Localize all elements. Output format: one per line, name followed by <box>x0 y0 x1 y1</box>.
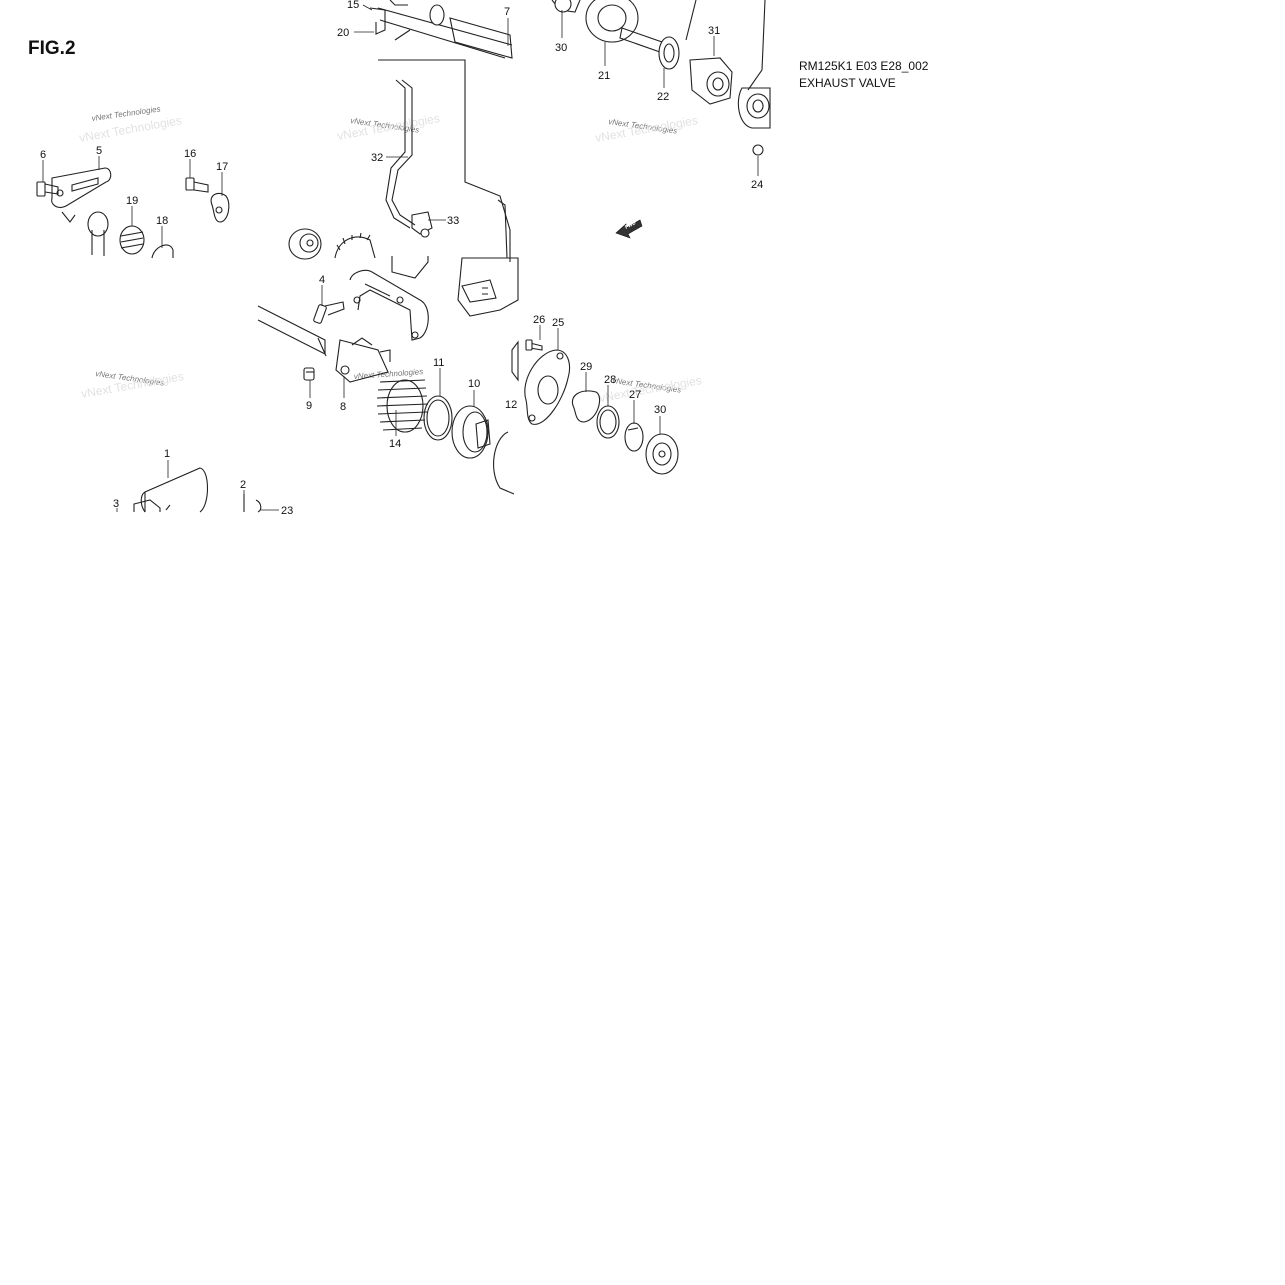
callout-25: 25 <box>552 317 564 329</box>
callout-1: 1 <box>164 448 170 460</box>
callout-12: 12 <box>505 399 517 411</box>
callout-28: 28 <box>604 374 616 386</box>
fwd-arrow-label: FWD <box>624 220 637 231</box>
diagram-name: EXHAUST VALVE <box>799 76 896 90</box>
watermark: vNext Technologies <box>354 367 424 381</box>
pulley-bracket-parts <box>36 167 230 259</box>
callout-14: 14 <box>389 438 401 450</box>
callout-29: 29 <box>580 361 592 373</box>
callout-24: 24 <box>751 179 763 191</box>
callout-labels: 15 20 7 30 21 31 22 24 32 33 6 5 16 17 1… <box>40 0 763 517</box>
callout-15: 15 <box>347 0 359 11</box>
valve-housing-assembly <box>551 0 771 156</box>
callout-20: 20 <box>337 27 349 39</box>
callout-5: 5 <box>96 145 102 157</box>
fwd-arrow-icon: FWD <box>615 219 643 239</box>
callout-30-top: 30 <box>555 42 567 54</box>
callout-26: 26 <box>533 314 545 326</box>
callout-33: 33 <box>447 215 459 227</box>
cylinder-cover-parts <box>133 467 262 513</box>
callout-7: 7 <box>504 6 510 18</box>
callout-8: 8 <box>340 401 346 413</box>
callout-3: 3 <box>113 498 119 510</box>
callout-11: 11 <box>433 357 444 369</box>
callout-22: 22 <box>657 91 669 103</box>
callout-2: 2 <box>240 479 246 491</box>
callout-9: 9 <box>306 400 312 412</box>
callout-30-mid: 30 <box>654 404 666 416</box>
exhaust-valve-shaft-assembly <box>369 0 513 262</box>
diagram-code: RM125K1 E03 E28_002 <box>799 59 929 73</box>
callout-18: 18 <box>156 215 168 227</box>
callout-19: 19 <box>126 195 138 207</box>
gear-and-plate-parts <box>288 228 519 341</box>
callout-23: 23 <box>281 505 293 517</box>
leader-lines <box>42 4 759 512</box>
callout-17: 17 <box>216 161 228 173</box>
callout-6: 6 <box>40 149 46 161</box>
callout-10: 10 <box>468 378 480 390</box>
shaft-and-spring-parts <box>257 305 519 495</box>
callout-4: 4 <box>319 274 325 286</box>
callout-21: 21 <box>598 70 610 82</box>
callout-32: 32 <box>371 152 383 164</box>
callout-31: 31 <box>708 25 720 37</box>
callout-27: 27 <box>629 389 641 401</box>
callout-16: 16 <box>184 148 196 160</box>
figure-title: FIG.2 <box>28 38 76 59</box>
